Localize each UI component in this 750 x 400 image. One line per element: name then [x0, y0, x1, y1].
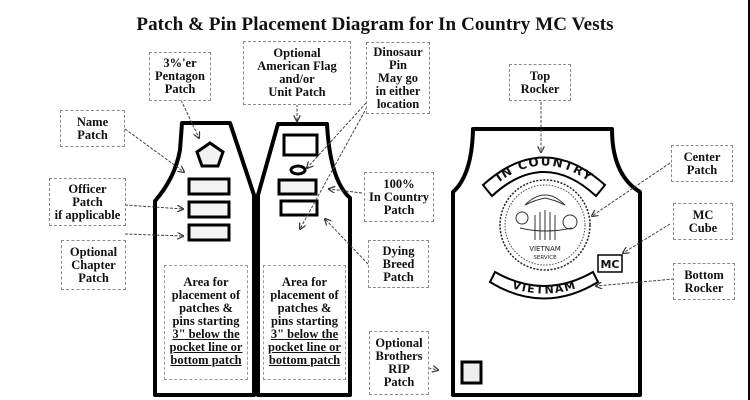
- callout-name-patch: Name Patch: [60, 110, 125, 147]
- placement-area-right: Area for placement of patches & pins sta…: [263, 265, 346, 380]
- area-line: pins starting: [172, 314, 240, 328]
- leader-lines: [124, 99, 675, 370]
- callout-flag-unit-patch: Optional American Flag and/or Unit Patch: [243, 41, 351, 105]
- diagram-title: Patch & Pin Placement Diagram for In Cou…: [136, 14, 614, 35]
- callout-rip-patch: Optional Brothers RIP Patch: [369, 331, 429, 395]
- area-line-underlined: pocket line or: [268, 340, 341, 354]
- callout-officer-patch: Officer Patch if applicable: [49, 178, 126, 226]
- in-country-patch-slot: [277, 178, 318, 196]
- callout-in-country-patch: 100% In Country Patch: [364, 172, 434, 222]
- chapter-patch-slot: [187, 223, 231, 242]
- area-line-underlined: bottom patch: [268, 353, 341, 367]
- bottom-rocker-text: VIETNAM: [511, 279, 577, 297]
- callout-pentagon-patch: 3%'er Pentagon Patch: [149, 52, 211, 101]
- area-line-underlined: 3" below the: [172, 327, 240, 341]
- callout-mc-cube: MC Cube: [673, 203, 733, 240]
- center-patch-tree: [515, 194, 578, 240]
- callout-top-rocker: Top Rocker: [509, 64, 571, 101]
- mc-cube-text: MC: [600, 258, 619, 271]
- callout-dying-breed-patch: Dying Breed Patch: [368, 240, 429, 288]
- name-patch-slot: [187, 177, 231, 196]
- rip-patch-slot: [460, 360, 483, 385]
- area-line: placement of: [270, 288, 339, 302]
- image-border: [748, 0, 750, 400]
- area-line-underlined: 3" below the: [270, 327, 339, 341]
- callout-bottom-rocker: Bottom Rocker: [673, 263, 735, 300]
- area-line: patches &: [179, 301, 233, 315]
- dying-breed-patch-slot: [279, 199, 319, 217]
- callout-chapter-patch: Optional Chapter Patch: [61, 240, 126, 290]
- area-line-underlined: bottom patch: [170, 353, 242, 367]
- center-patch-text-1: VIETNAM: [529, 245, 561, 253]
- placement-area-left: Area for placement of patches & pins sta…: [164, 265, 248, 380]
- pentagon-patch: [195, 141, 225, 168]
- area-line: patches &: [277, 301, 332, 315]
- area-line: placement of: [171, 288, 241, 302]
- svg-text:VIETNAM: VIETNAM: [511, 279, 578, 297]
- center-patch-text-2: SERVICE: [533, 255, 557, 261]
- area-line-underlined: pocket line or: [169, 340, 243, 354]
- area-line: Area for: [183, 275, 229, 289]
- flag-patch-slot: [282, 133, 319, 157]
- mc-cube: [597, 254, 623, 273]
- dinosaur-pin-slot: [289, 164, 307, 176]
- area-line: Area for: [281, 275, 328, 289]
- officer-patch-slot: [187, 200, 231, 219]
- callout-dinosaur-pin: Dinosaur Pin May go in either location: [366, 42, 430, 114]
- area-line: pins starting: [270, 314, 339, 328]
- callout-center-patch: Center Patch: [671, 145, 733, 182]
- top-rocker: [481, 156, 607, 198]
